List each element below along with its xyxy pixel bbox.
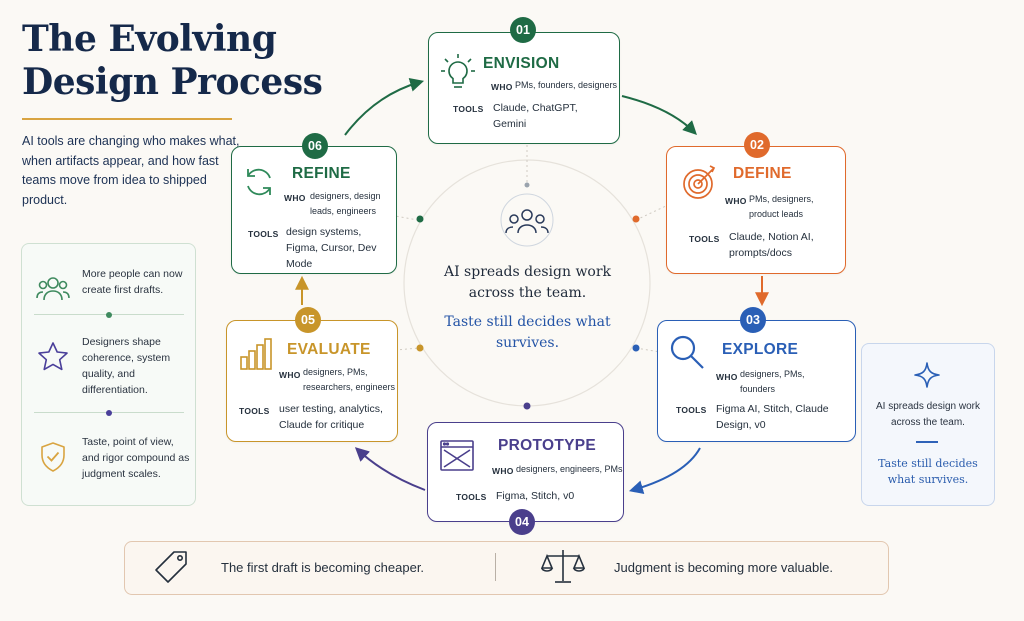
stage-name: EVALUATE bbox=[287, 341, 371, 358]
title-underline bbox=[22, 118, 232, 120]
tools-value: Claude, ChatGPT, Gemini bbox=[493, 102, 578, 130]
tools-label: TOOLS bbox=[456, 492, 487, 502]
stage-card-explore[interactable]: EXPLORE WHO designers, PMs, founders TOO… bbox=[657, 320, 856, 442]
banner-divider bbox=[495, 553, 496, 581]
magnifier-icon bbox=[670, 335, 704, 369]
stage-badge: 04 bbox=[509, 509, 535, 535]
intro-text: AI tools are changing who makes what, wh… bbox=[22, 134, 240, 207]
who-value: designers, PMs, founders bbox=[740, 369, 805, 394]
tools-label: TOOLS bbox=[689, 234, 720, 244]
tools-label: TOOLS bbox=[676, 405, 707, 415]
who-value: designers, design leads, engineers bbox=[310, 191, 381, 216]
people-icon bbox=[36, 277, 70, 301]
arrow-envision-define bbox=[621, 95, 697, 135]
tools-value: user testing, analytics, Claude for crit… bbox=[279, 403, 383, 431]
who-value: designers, engineers, PMs bbox=[516, 464, 623, 474]
tools-value: Figma, Stitch, v0 bbox=[496, 490, 575, 502]
tools-label: TOOLS bbox=[453, 104, 484, 114]
who-label: WHO bbox=[284, 193, 306, 203]
lightbulb-icon bbox=[441, 54, 475, 88]
insight-text: Designers shape coherence, system qualit… bbox=[82, 336, 171, 396]
callout-accent-text: Taste still decides what survives. bbox=[878, 457, 978, 486]
stage-card-envision[interactable]: ENVISION WHO PMs, founders, designers TO… bbox=[428, 32, 620, 144]
arrow-prototype-evaluate bbox=[354, 447, 426, 491]
stage-card-evaluate[interactable]: EVALUATE WHO designers, PMs, researchers… bbox=[226, 320, 398, 442]
page-title: The Evolving Design Process bbox=[22, 18, 323, 103]
tools-value: Figma AI, Stitch, Claude Design, v0 bbox=[716, 403, 829, 431]
stage-badge: 05 bbox=[295, 307, 321, 333]
stage-name: ENVISION bbox=[483, 55, 560, 72]
shield-check-icon bbox=[41, 442, 65, 472]
insight-item: Taste, point of view, and rigor compound… bbox=[22, 434, 197, 494]
stage-card-define[interactable]: DEFINE WHO PMs, designers, product leads… bbox=[666, 146, 846, 274]
who-label: WHO bbox=[716, 372, 738, 382]
center-main-text: AI spreads design work across the team. bbox=[443, 264, 612, 301]
who-value: PMs, founders, designers bbox=[515, 80, 618, 90]
stage-name: DEFINE bbox=[733, 165, 792, 182]
insight-text: Taste, point of view, and rigor compound… bbox=[82, 436, 190, 480]
center-accent-text: Taste still decides what survives. bbox=[444, 314, 611, 351]
divider-dot bbox=[106, 409, 112, 416]
divider bbox=[34, 409, 184, 416]
stage-card-prototype[interactable]: PROTOTYPE WHO designers, engineers, PMs … bbox=[427, 422, 624, 522]
browser-window-icon bbox=[440, 440, 474, 471]
banner-right-text: Judgment is becoming more valuable. bbox=[614, 560, 833, 575]
target-icon bbox=[683, 165, 716, 199]
stage-name: EXPLORE bbox=[722, 341, 799, 358]
tools-value: design systems, Figma, Cursor, Dev Mode bbox=[286, 226, 377, 270]
bar-chart-icon bbox=[240, 338, 272, 370]
ring-dots bbox=[416, 182, 640, 410]
insight-item: Designers shape coherence, system qualit… bbox=[22, 334, 197, 396]
stage-name: REFINE bbox=[292, 165, 351, 182]
bottom-banner bbox=[124, 541, 889, 595]
sparkle-icon bbox=[914, 362, 940, 388]
stage-name: PROTOTYPE bbox=[498, 437, 597, 454]
stage-badge: 06 bbox=[302, 133, 328, 159]
who-label: WHO bbox=[491, 82, 513, 92]
star-icon bbox=[38, 342, 68, 371]
tools-label: TOOLS bbox=[239, 406, 270, 416]
insight-text: More people can now create first drafts. bbox=[82, 268, 183, 296]
tools-value: Claude, Notion AI, prompts/docs bbox=[729, 231, 814, 259]
stage-badge: 01 bbox=[510, 17, 536, 43]
insight-item: More people can now create first drafts. bbox=[22, 266, 197, 326]
stage-badge: 02 bbox=[744, 132, 770, 158]
callout-divider bbox=[916, 441, 938, 443]
arrow-refine-envision bbox=[344, 77, 425, 136]
tag-icon bbox=[155, 551, 187, 583]
banner-left-text: The first draft is becoming cheaper. bbox=[221, 560, 425, 575]
divider-dot bbox=[106, 311, 112, 318]
tools-label: TOOLS bbox=[248, 229, 279, 239]
who-label: WHO bbox=[492, 466, 514, 476]
who-value: PMs, designers, product leads bbox=[749, 194, 814, 219]
who-label: WHO bbox=[725, 196, 747, 206]
divider bbox=[34, 311, 184, 318]
stage-badge: 03 bbox=[740, 307, 766, 333]
insights-panel: More people can now create first drafts.… bbox=[21, 243, 196, 506]
summary-callout bbox=[861, 343, 995, 506]
who-value: designers, PMs, researchers, engineers bbox=[303, 367, 396, 392]
arrow-explore-prototype bbox=[628, 447, 701, 495]
refresh-icon bbox=[247, 168, 271, 196]
who-label: WHO bbox=[279, 370, 301, 380]
scales-icon bbox=[541, 550, 585, 583]
callout-main-text: AI spreads design work across the team. bbox=[876, 401, 980, 428]
stage-card-refine[interactable]: REFINE WHO designers, design leads, engi… bbox=[231, 146, 397, 274]
team-icon bbox=[500, 193, 554, 247]
